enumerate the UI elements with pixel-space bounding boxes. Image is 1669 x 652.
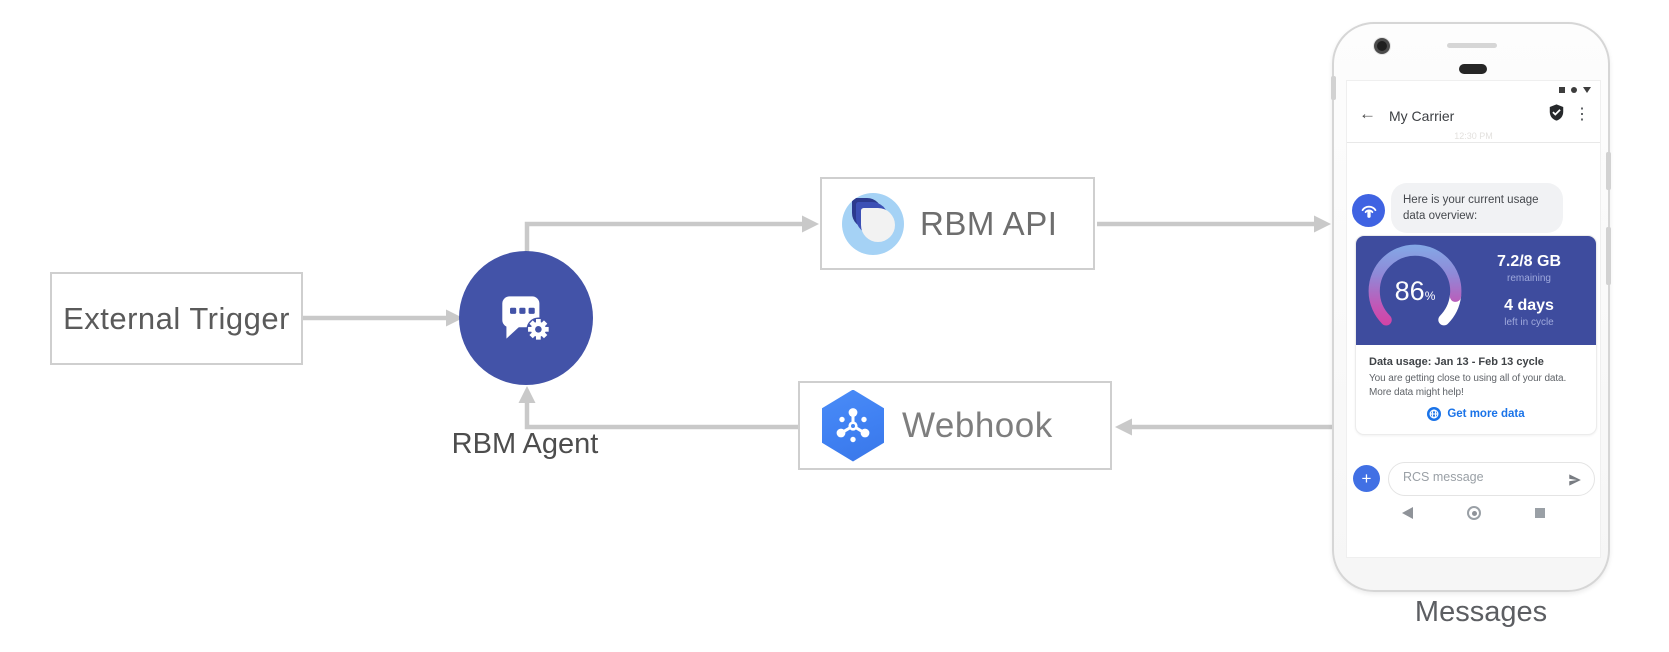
status-square-icon [1559,87,1565,93]
data-remaining-label: remaining [1507,273,1551,284]
rbm-agent-node [459,251,593,385]
usage-percent: 86% [1394,275,1436,306]
timestamp: 12:30 PM [1454,131,1493,141]
rbm-api-label: RBM API [920,204,1058,242]
status-triangle-icon [1583,87,1591,93]
usage-card-text-line2: More data might help! [1369,387,1464,398]
app-bar: ← My Carrier ⋮ 12:30 PM [1347,95,1600,143]
earpiece [1459,64,1487,74]
nav-back-icon[interactable] [1402,507,1413,519]
nav-home-icon[interactable] [1467,506,1481,520]
chat-bubble-gear-icon [502,296,551,342]
android-nav-bar [1347,503,1600,523]
arrowhead-left-icon [1115,418,1132,436]
webhook-node: Webhook [798,381,1112,470]
webhook-label: Webhook [902,405,1053,445]
send-icon[interactable] [1567,472,1583,493]
data-remaining-value: 7.2/8 GB [1496,253,1562,270]
rcs-message-input[interactable] [1403,470,1543,484]
usage-card-text-line1: You are getting close to using all of yo… [1369,373,1567,384]
arrowhead-right-icon [802,215,819,233]
cloud-pubsub-hexagon-icon [822,389,884,462]
arrow-webhook-to-agent [524,402,798,430]
usage-stats: 7.2/8 GB remaining 4 days left in cycle [1468,236,1590,345]
arrowhead-right-icon [1314,215,1331,233]
get-more-data-label: Get more data [1447,408,1525,420]
usage-gauge [1364,240,1466,342]
hotspot-icon [1361,205,1376,218]
bot-message-bubble: Here is your current usage data overview… [1391,183,1563,234]
usage-rich-card: 86% 7.2/8 GB remaining 4 days left in cy… [1355,235,1597,435]
external-trigger-label: External Trigger [63,300,290,336]
rcs-logo-icon [842,192,904,255]
overflow-menu-icon[interactable]: ⋮ [1574,106,1590,123]
arrow-agent-to-api [524,221,802,253]
rbm-api-node: RBM API [820,177,1095,270]
power-button [1606,152,1611,190]
front-camera [1374,38,1390,54]
days-left-label: left in cycle [1504,317,1554,328]
usage-card-media: 86% 7.2/8 GB remaining 4 days left in cy… [1356,236,1596,345]
rbm-agent-label: RBM Agent [451,428,599,460]
agent-avatar [1352,194,1385,227]
phone-mockup: ← My Carrier ⋮ 12:30 PM Here i [1331,22,1611,592]
get-more-data-action[interactable]: Get more data [1369,407,1583,421]
messages-caption: Messages [1414,596,1548,628]
phone-screen: ← My Carrier ⋮ 12:30 PM Here i [1346,80,1601,558]
usage-card-title: Data usage: Jan 13 - Feb 13 cycle [1369,356,1544,368]
volume-button [1606,227,1611,285]
status-circle-icon [1571,87,1577,93]
back-arrow-icon[interactable]: ← [1359,104,1376,123]
speaker-slot [1447,43,1497,48]
usage-card-body: Data usage: Jan 13 - Feb 13 cycle You ar… [1356,345,1596,434]
sim-tray [1331,76,1336,100]
attach-plus-button[interactable]: + [1353,465,1380,492]
external-trigger-node: External Trigger [50,272,303,365]
globe-icon [1427,407,1442,421]
status-bar [1559,87,1591,93]
compose-bar [1388,462,1595,496]
conversation-title: My Carrier [1389,108,1455,124]
nav-recents-icon[interactable] [1535,508,1545,518]
verified-shield-icon [1547,102,1566,128]
arrowhead-up-icon [518,386,536,403]
arrowhead-right-icon [446,309,463,327]
days-left-value: 4 days [1504,297,1554,314]
